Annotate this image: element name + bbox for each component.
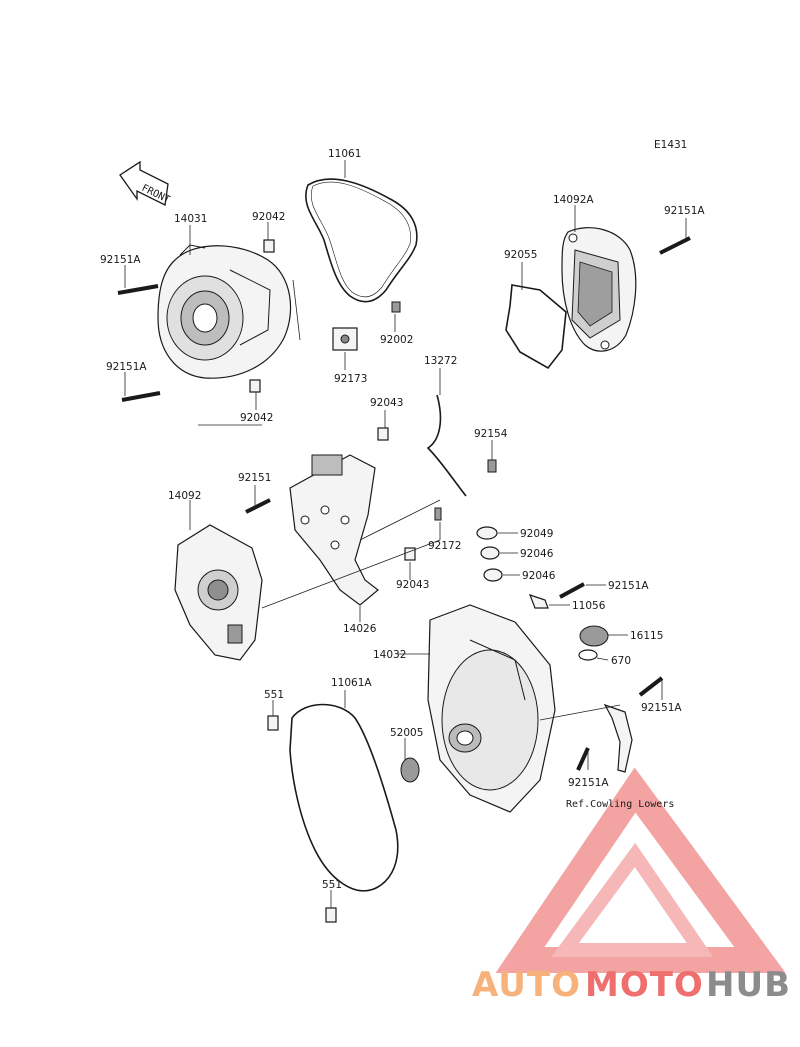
label-92151: 92151: [238, 472, 271, 484]
label-92154: 92154: [474, 428, 508, 440]
bushing-92049: [476, 526, 498, 540]
label-16115: 16115: [630, 630, 663, 642]
label-92042-bottom: 92042: [240, 412, 273, 424]
label-92151A-4: 92151A: [608, 580, 649, 592]
bolt-92172: [434, 507, 442, 521]
label-670: 670: [611, 655, 631, 667]
plug-16115: [579, 625, 609, 647]
pin-551-bottom: [325, 907, 337, 923]
label-11061: 11061: [328, 148, 361, 160]
collar-92042-bottom: [249, 379, 261, 393]
label-92173: 92173: [334, 373, 367, 385]
plate-14026: [289, 454, 379, 606]
small-parts: [249, 239, 633, 923]
gasket-11056: [528, 594, 549, 609]
watermark-part1: AUTO: [472, 965, 581, 1005]
label-11056: 11056: [572, 600, 606, 612]
oring-670: [578, 649, 598, 661]
label-14031: 14031: [174, 213, 207, 225]
label-52005: 52005: [390, 727, 423, 739]
label-92151A-1: 92151A: [100, 254, 141, 266]
front-arrow-icon: FRONT: [119, 160, 172, 206]
bracket-ref: [603, 703, 633, 773]
collar-92043-top: [377, 427, 389, 441]
label-92049: 92049: [520, 528, 553, 540]
watermark-logo: [495, 767, 786, 973]
label-92055: 92055: [504, 249, 537, 261]
label-92172: 92172: [428, 540, 461, 552]
label-92151A-3: 92151A: [664, 205, 705, 217]
diagram-code: E1431: [654, 139, 687, 151]
label-92151A-2: 92151A: [106, 361, 147, 373]
label-92046-a: 92046: [520, 548, 554, 560]
gasket-11061A: [289, 703, 399, 892]
cover-14031: [157, 244, 292, 379]
cover-14092A: [561, 227, 637, 352]
label-14032: 14032: [373, 649, 406, 661]
part-labels: E1431 11061 14031 92042 92151A 92151A 92…: [100, 139, 705, 891]
label-92043-top: 92043: [370, 397, 403, 409]
cover-14092: [174, 524, 263, 661]
gasket-13272: [426, 394, 467, 497]
pin-551-top: [267, 715, 279, 731]
label-551-bottom: 551: [322, 879, 342, 891]
label-92042-top: 92042: [252, 211, 285, 223]
label-92046-b: 92046: [522, 570, 556, 582]
seal-52005: [400, 757, 420, 783]
bolts: [117, 236, 691, 771]
collar-92042-top: [263, 239, 275, 253]
leader-lines: [124, 160, 687, 908]
label-92002: 92002: [380, 334, 413, 346]
ref-note: Ref.Cowling Lowers: [566, 799, 674, 810]
label-92151A-6: 92151A: [568, 777, 609, 789]
bushing-92046-a: [480, 546, 500, 560]
bolt-92154: [487, 459, 497, 473]
bolt-92002: [391, 301, 401, 313]
label-14092: 14092: [168, 490, 201, 502]
watermark-part3: HUB: [706, 965, 791, 1005]
label-14092A: 14092A: [553, 194, 594, 206]
label-551-top: 551: [264, 689, 284, 701]
gasket-11061: [305, 178, 418, 303]
watermark-part2: MOTO: [585, 965, 704, 1005]
bushing-92046-b: [483, 568, 503, 582]
label-14026: 14026: [343, 623, 377, 635]
label-13272: 13272: [424, 355, 457, 367]
cover-14032: [427, 604, 556, 813]
label-92043-bottom: 92043: [396, 579, 429, 591]
bracket-92173: [332, 327, 358, 351]
collar-92043-bottom: [404, 547, 416, 561]
label-92151A-5: 92151A: [641, 702, 682, 714]
gasket-92055: [505, 284, 567, 370]
label-11061A: 11061A: [331, 677, 372, 689]
watermark-text: AUTO MOTO HUB: [472, 965, 791, 1005]
